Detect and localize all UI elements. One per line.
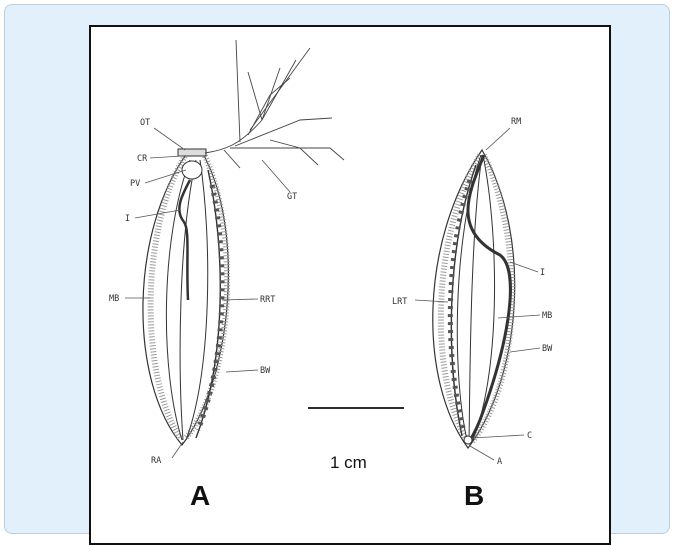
label-mb-b: MB [542, 311, 552, 321]
specimen-a-muscle-band-3 [186, 160, 208, 440]
specimen-b-wall-right [472, 155, 512, 442]
label-lrt: LRT [392, 297, 407, 307]
label-mb-a: MB [109, 294, 119, 304]
label-c: C [527, 431, 532, 441]
specimen-b-outline [433, 150, 515, 448]
specimen-a-outline [143, 152, 228, 445]
label-cr: CR [137, 154, 148, 164]
specimen-b-muscle-band-3 [471, 155, 495, 444]
gonad-tubules [205, 40, 344, 168]
label-ra: RA [151, 456, 161, 466]
specimen-a [143, 149, 228, 445]
label-i-b: I [540, 268, 545, 278]
label-rm: RM [511, 117, 521, 127]
label-a-b: A [497, 457, 502, 467]
specimen-a-muscle-band-1 [166, 160, 190, 440]
label-i-a: I [125, 214, 130, 224]
specimen-a-muscle-band-2 [180, 160, 196, 440]
specimen-b-muscle-band-2 [469, 155, 482, 444]
specimen-a-crown [178, 149, 206, 156]
specimen-b-cloaca [464, 436, 472, 444]
label-pv: PV [130, 179, 140, 189]
specimen-b-intestine [468, 155, 510, 444]
specimen-b [433, 150, 515, 448]
label-bw-a: BW [260, 366, 271, 376]
specimen-a-retractor-beads [198, 185, 222, 430]
scale-bar-label: 1 cm [330, 453, 367, 472]
label-gt: GT [287, 192, 297, 202]
panel-label-b: B [464, 480, 484, 511]
label-ot: OT [140, 118, 150, 128]
label-bw-b: BW [542, 344, 553, 354]
label-rrt: RRT [260, 295, 275, 305]
anatomy-diagram: OT CR PV I MB RRT BW RA GT RM LRT I MB B… [0, 0, 676, 527]
panel-label-a: A [190, 480, 210, 511]
